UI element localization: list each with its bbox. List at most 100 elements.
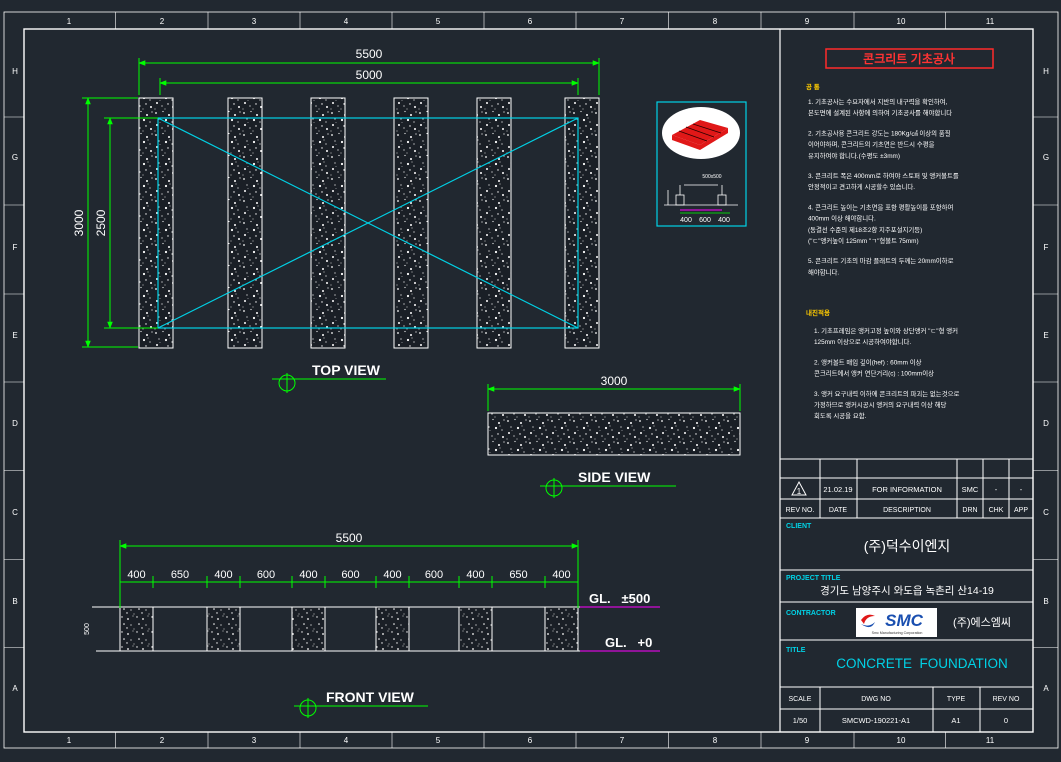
- col-label-top: 6: [528, 17, 533, 26]
- col-label-top: 4: [344, 17, 349, 26]
- col-label-bottom: 3: [252, 736, 257, 745]
- client-label: CLIENT: [786, 523, 812, 530]
- rev-head-rev: REV NO.: [786, 507, 815, 514]
- concrete-strip: [564, 97, 600, 349]
- row-label-right: D: [1043, 419, 1049, 428]
- note-line: (동결선 수준의 제18조2항 지주포설지기등): [808, 225, 922, 234]
- row-label-right: G: [1043, 153, 1049, 162]
- front-concrete-block: [458, 606, 493, 652]
- foot-type-val: A1: [951, 716, 960, 725]
- iso-dim-2: 600: [699, 217, 711, 224]
- concrete-strip: [393, 97, 429, 349]
- row-label-left: C: [12, 508, 18, 517]
- iso-dim-1: 400: [680, 217, 692, 224]
- foot-dwg-head: DWG NO: [861, 696, 891, 703]
- side-view-dim: 3000: [601, 374, 628, 388]
- side-view-title: SIDE VIEW: [578, 469, 651, 485]
- note-line: 400mm 이상 해야합니다.: [808, 214, 876, 223]
- concrete-strip: [227, 97, 263, 349]
- foot-dwg-val: SMCWD-190221-A1: [842, 716, 910, 725]
- top-view-title: TOP VIEW: [312, 362, 381, 378]
- foot-type-head: TYPE: [947, 696, 966, 703]
- col-label-top: 2: [160, 17, 165, 26]
- notes-panel: 콘크리트 기초공사 공 통 1. 기초공사는 수요자에서 지반의 내구력을 확인…: [779, 29, 994, 732]
- row-label-left: E: [12, 331, 17, 340]
- top-view-dimensions: [82, 58, 600, 348]
- concrete-strip: [310, 97, 346, 349]
- note-line: 125mm 이상으로 시공하여야합니다.: [814, 337, 911, 346]
- gl-bottom-label: GL. +0: [605, 635, 652, 650]
- row-label-left: A: [12, 684, 18, 693]
- row-label-right: E: [1043, 331, 1048, 340]
- note-line: 3. 콘크리트 폭은 400mm로 하여야 스토퍼 및 앵커볼트를: [808, 171, 959, 180]
- rev-app: -: [1020, 485, 1023, 494]
- segment-label: 650: [509, 569, 527, 581]
- notes-title-box: [825, 48, 994, 69]
- note-line: 이어야하며, 콘크리트의 기초면은 반드시 수평을: [808, 140, 935, 149]
- segment-label: 400: [127, 569, 145, 581]
- col-label-top: 10: [897, 17, 906, 26]
- col-label-bottom: 1: [67, 736, 72, 745]
- iso-rails: [672, 120, 728, 150]
- note-line: 해야합니다.: [808, 267, 839, 276]
- col-label-top: 7: [620, 17, 625, 26]
- rev-head-chk: CHK: [989, 507, 1004, 514]
- segment-label: 600: [257, 569, 275, 581]
- row-label-right: A: [1043, 684, 1049, 693]
- segment-label: 400: [214, 569, 232, 581]
- col-label-bottom: 10: [897, 736, 906, 745]
- contractor-label: CONTRACTOR: [786, 610, 836, 617]
- front-concrete-block: [206, 606, 241, 652]
- drawing-frame: [3, 11, 1059, 749]
- logo-text: SMC: [885, 611, 924, 630]
- note-line: ("ㄷ"앵커높이 125mm "ㄱ"형볼트 75mm): [808, 236, 919, 245]
- front-view-marker: [294, 698, 428, 718]
- drawing-title: CONCRETE FOUNDATION: [836, 656, 1008, 671]
- project-label: PROJECT TITLE: [786, 575, 841, 582]
- iso-note: 500x500: [702, 174, 721, 180]
- iso-section-sketch: [664, 184, 738, 206]
- front-height-label: 500: [84, 623, 91, 635]
- rev-head-app: APP: [1014, 507, 1028, 514]
- col-label-top: 1: [67, 17, 72, 26]
- col-label-bottom: 6: [528, 736, 533, 745]
- dim-2500-vertical: 2500: [94, 209, 108, 236]
- note-line: 본도면에 설계된 사항에 의하여 기초공사를 해야합니다: [808, 108, 952, 117]
- note-line: 5. 콘크리트 기초의 마감 플래트의 두께는 20mm이하로: [808, 256, 954, 265]
- row-label-left: B: [12, 597, 17, 606]
- rev-head-drn: DRN: [962, 507, 977, 514]
- foot-scale-head: SCALE: [789, 696, 812, 703]
- rev-chk: -: [995, 485, 998, 494]
- notes-section2-head: 내진적용: [806, 308, 830, 317]
- note-line: 3. 앵커 요구내력 이하에 콘크리트의 파괴는 없는것으로: [814, 389, 959, 398]
- col-label-bottom: 9: [805, 736, 810, 745]
- side-view: 3000 SIDE VIEW: [487, 374, 741, 498]
- col-label-top: 9: [805, 17, 810, 26]
- concrete-strip: [138, 97, 174, 349]
- rev-drn: SMC: [962, 485, 979, 494]
- note-line: 2. 앵커볼트 매입 깊이(hef) : 60mm 이상: [814, 357, 922, 366]
- row-label-left: F: [13, 243, 18, 252]
- front-concrete-block: [544, 606, 579, 652]
- foot-rev-head: REV NO: [993, 696, 1020, 703]
- rev-desc: FOR INFORMATION: [872, 485, 942, 494]
- contractor-name: (주)에스엠씨: [953, 616, 1011, 629]
- note-line: 1. 기초프레임은 앵커고정 높이와 상단앵커 "ㄷ"형 앵커: [814, 326, 958, 335]
- concrete-strip: [476, 97, 512, 349]
- gl-top-label: GL. ±500: [589, 591, 650, 606]
- top-view: 5500 5000 3000 2500 TOP VIEW: [72, 47, 600, 393]
- rev-date: 21.02.19: [823, 485, 852, 494]
- front-view-dimensions: [119, 540, 579, 608]
- note-line: 콘크리트에서 앵커 연단거리(c) : 100mm이상: [814, 369, 934, 378]
- dim-5500-top: 5500: [356, 47, 383, 61]
- svg-text:1: 1: [797, 487, 802, 496]
- iso-inset: 500x500 400 600 400: [656, 101, 747, 227]
- col-label-bottom: 7: [620, 736, 625, 745]
- row-label-left: D: [12, 419, 18, 428]
- segment-label: 400: [383, 569, 401, 581]
- top-view-bracing: [157, 117, 579, 329]
- front-concrete-block: [291, 606, 326, 652]
- note-line: 안정적이고 견고하게 시공할수 있습니다.: [808, 182, 915, 191]
